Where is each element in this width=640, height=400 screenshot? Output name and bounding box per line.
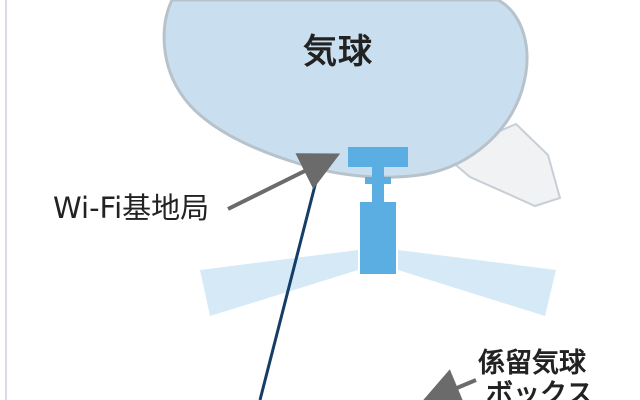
- wifi-callout-arrow: [227, 153, 341, 211]
- wifi-station-top-plate: [348, 147, 408, 167]
- wifi-station-body: [360, 202, 396, 274]
- wifi-base-station-label: Wi-Fi基地局: [53, 191, 210, 225]
- tether-box-label-line-1: 係留気球: [478, 348, 586, 379]
- balloon-body-icon: [162, 0, 529, 179]
- wifi-station-neck: [372, 167, 384, 202]
- radio-beam-group: [200, 250, 556, 316]
- tether-box-label-line-2: ボックス: [486, 379, 594, 400]
- tether-box-callout-arrow: [420, 369, 477, 400]
- wifi-base-station-device: [348, 147, 408, 274]
- tether-line: [258, 157, 324, 400]
- left-radio-beam-icon: [200, 250, 358, 316]
- balloon-group: [162, 0, 562, 208]
- wifi-station-connector: [365, 177, 391, 184]
- balloon-label: 気球: [303, 32, 373, 72]
- right-radio-beam-icon: [398, 250, 556, 316]
- left-frame-line: [5, 0, 7, 400]
